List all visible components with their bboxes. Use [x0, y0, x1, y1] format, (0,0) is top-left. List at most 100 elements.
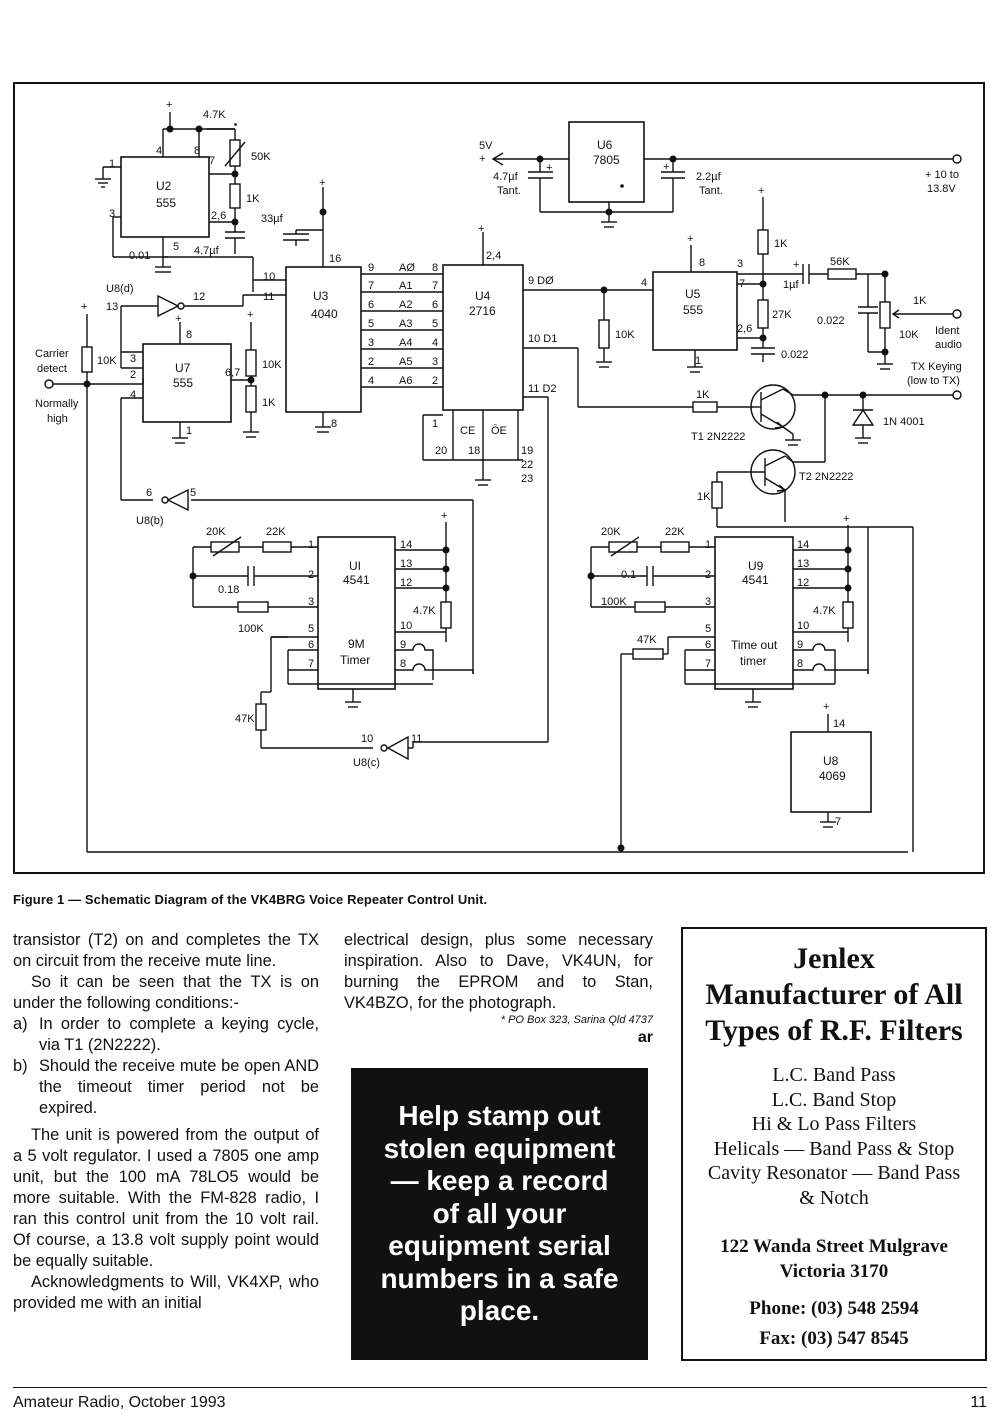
svg-text:1: 1	[308, 539, 314, 551]
list-item: b) Should the receive mute be open AND t…	[13, 1056, 319, 1119]
paragraph: Acknowledgments to Will, VK4XP, who prov…	[13, 1273, 319, 1312]
svg-text:U8: U8	[823, 754, 839, 768]
footer-divider	[13, 1387, 987, 1388]
svg-text:20: 20	[435, 445, 447, 457]
svg-text:+: +	[479, 153, 485, 165]
promo-line: numbers in a safe	[380, 1262, 619, 1294]
svg-text:5V: 5V	[479, 140, 493, 152]
paragraph: electrical design, plus some necessary i…	[344, 931, 653, 1012]
svg-text:11: 11	[263, 291, 274, 303]
svg-text:U8(b): U8(b)	[136, 515, 164, 527]
svg-text:100K: 100K	[601, 596, 627, 608]
svg-text:11 D2: 11 D2	[528, 383, 557, 395]
ad-item: Hi & Lo Pass Filters	[751, 1113, 917, 1135]
svg-text:7805: 7805	[593, 153, 620, 167]
svg-text:Time out: Time out	[731, 638, 778, 652]
svg-text:2: 2	[308, 569, 314, 581]
svg-text:0.1: 0.1	[621, 569, 636, 581]
svg-text:1K: 1K	[913, 295, 927, 307]
svg-text:3: 3	[109, 208, 115, 220]
svg-text:6,7: 6,7	[225, 367, 240, 379]
svg-text:+: +	[793, 259, 799, 271]
svg-text:A2: A2	[399, 299, 412, 311]
svg-text:10: 10	[797, 620, 809, 632]
svg-text:12: 12	[400, 577, 412, 589]
svg-text:6: 6	[368, 299, 374, 311]
svg-text:20K: 20K	[601, 526, 621, 538]
svg-text:0.01: 0.01	[129, 250, 150, 262]
svg-text:U8(d): U8(d)	[106, 283, 134, 295]
svg-text:2716: 2716	[469, 304, 496, 318]
svg-text:(low to TX): (low to TX)	[907, 375, 960, 387]
svg-text:Tant.: Tant.	[699, 185, 723, 197]
svg-text:A5: A5	[399, 356, 412, 368]
svg-text:10: 10	[361, 733, 373, 745]
svg-text:7: 7	[368, 280, 374, 292]
advertisement: Jenlex Manufacturer of All Types of R.F.…	[681, 927, 987, 1361]
svg-text:+: +	[166, 99, 172, 111]
svg-text:1: 1	[695, 355, 701, 367]
svg-text:TX Keying: TX Keying	[911, 361, 962, 373]
svg-text:9: 9	[368, 262, 374, 274]
svg-text:8: 8	[432, 262, 438, 274]
svg-text:U4: U4	[475, 289, 491, 303]
svg-text:13.8V: 13.8V	[927, 183, 956, 195]
svg-text:3: 3	[130, 353, 136, 365]
figure-caption: Figure 1 — Schematic Diagram of the VK4B…	[13, 892, 488, 907]
svg-text:4: 4	[130, 389, 136, 401]
svg-text:8: 8	[699, 257, 705, 269]
svg-text:9M: 9M	[348, 637, 365, 651]
svg-text:detect: detect	[37, 363, 67, 375]
list-text: In order to complete a keying cycle, via…	[39, 1015, 319, 1054]
svg-text:14: 14	[400, 539, 412, 551]
svg-text:1: 1	[705, 539, 711, 551]
svg-text:8: 8	[797, 658, 803, 670]
svg-text:8: 8	[331, 418, 337, 430]
svg-text:4.7µf: 4.7µf	[493, 171, 519, 183]
svg-text:13: 13	[106, 301, 118, 313]
svg-text:timer: timer	[740, 654, 767, 668]
svg-text:10K: 10K	[97, 355, 117, 367]
svg-text:22K: 22K	[665, 526, 685, 538]
svg-text:1K: 1K	[246, 193, 260, 205]
paragraph: transistor (T2) on and completes the TX …	[13, 931, 319, 970]
svg-text:4.7K: 4.7K	[203, 109, 226, 121]
svg-text:4.7K: 4.7K	[413, 605, 436, 617]
svg-text:47K: 47K	[637, 634, 657, 646]
ic-u6: U6 7805	[568, 121, 645, 203]
author-address: * PO Box 323, Sarina Qld 4737	[500, 1014, 653, 1026]
svg-text:+: +	[663, 161, 669, 173]
ad-fax: Fax: (03) 547 8545	[759, 1328, 909, 1349]
svg-text:10K: 10K	[615, 329, 635, 341]
svg-text:+: +	[319, 177, 325, 189]
svg-text:5: 5	[368, 318, 374, 330]
svg-text:A1: A1	[399, 280, 412, 292]
svg-text:555: 555	[173, 376, 193, 390]
svg-text:+: +	[546, 162, 552, 174]
promo-line: of all your	[432, 1197, 567, 1229]
svg-text:0.022: 0.022	[817, 315, 845, 327]
svg-text:+: +	[687, 233, 693, 245]
svg-text:4.7K: 4.7K	[813, 605, 836, 617]
svg-text:+: +	[478, 223, 484, 235]
svg-text:1K: 1K	[696, 389, 710, 401]
svg-text:U3: U3	[313, 289, 329, 303]
svg-text:7: 7	[835, 816, 841, 828]
ad-address-line: 122 Wanda Street Mulgrave	[720, 1236, 948, 1257]
svg-text:AØ: AØ	[399, 262, 415, 274]
svg-text:A3: A3	[399, 318, 412, 330]
paragraph: So it can be seen that the TX is on unde…	[13, 973, 319, 1012]
svg-text:12: 12	[193, 291, 205, 303]
svg-text:1K: 1K	[262, 397, 276, 409]
svg-text:4: 4	[641, 277, 647, 289]
ad-item: & Notch	[799, 1186, 869, 1209]
promo-line: Help stamp out	[398, 1100, 601, 1132]
svg-text:3: 3	[705, 596, 711, 608]
svg-text:56K: 56K	[830, 256, 850, 268]
svg-text:3: 3	[368, 337, 374, 349]
svg-text:audio: audio	[935, 339, 962, 351]
ad-address-line: Victoria 3170	[779, 1261, 889, 1282]
